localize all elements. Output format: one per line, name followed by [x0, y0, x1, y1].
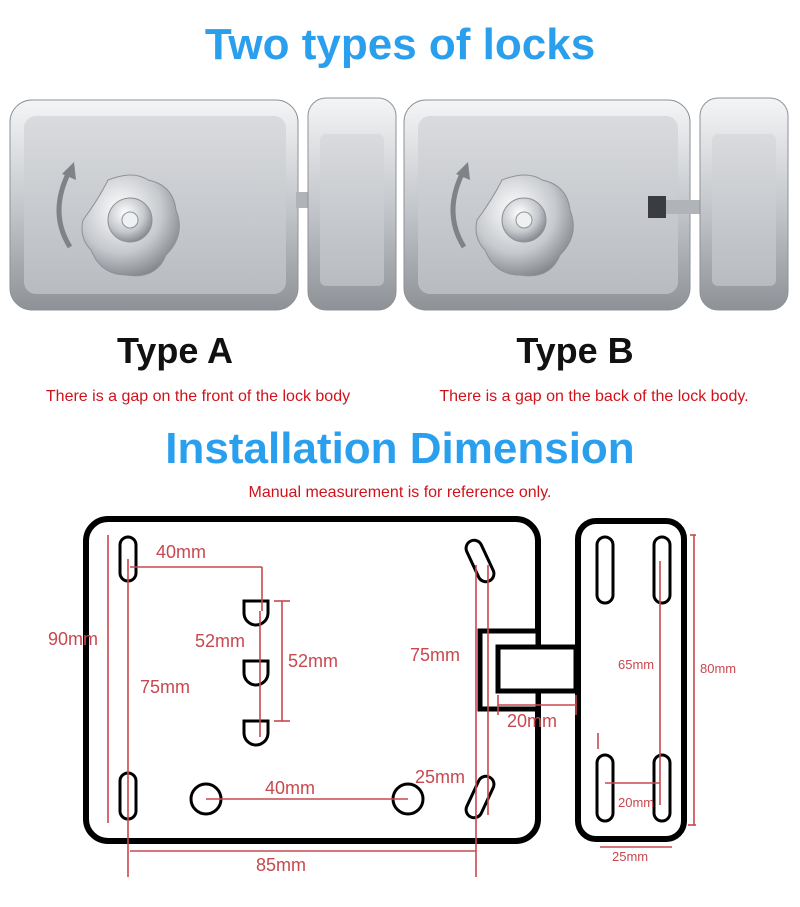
dimension-lines [107, 534, 696, 877]
type-a-note: There is a gap on the front of the lock … [45, 388, 351, 405]
title-two-types: Two types of locks [204, 20, 596, 69]
d-hole-1 [242, 599, 270, 627]
dim-20-bolt: 20mm [507, 711, 557, 731]
strike-slot-tl [595, 535, 615, 605]
strike-slot-br [652, 753, 672, 823]
strike-slot-tr [652, 535, 672, 605]
dim-25-strike: 25mm [612, 849, 648, 864]
dim-25-bottom: 25mm [415, 767, 465, 787]
dim-75-left: 75mm [140, 677, 190, 697]
d-hole-2 [242, 659, 270, 687]
d-hole-3 [242, 719, 270, 747]
dim-75-right: 75mm [410, 645, 460, 665]
strike-slot-bl [595, 753, 615, 823]
slot-bottom-right [464, 774, 496, 820]
type-b-note: There is a gap on the back of the lock b… [439, 388, 749, 405]
lock-a-image [9, 97, 397, 311]
lock-b-image [403, 97, 789, 311]
dim-90: 90mm [48, 629, 98, 649]
dim-80: 80mm [700, 661, 736, 676]
slot-top-right [464, 538, 496, 584]
strike-plate-outline [575, 518, 687, 842]
install-note: Manual measurement is for reference only… [248, 484, 552, 501]
dim-20-strike: 20mm [618, 795, 654, 810]
title-installation: Installation Dimension [165, 424, 635, 473]
dim-52-left: 52mm [195, 631, 245, 651]
dim-65: 65mm [618, 657, 654, 672]
type-a-label: Type A [116, 330, 233, 371]
bolt [495, 644, 579, 694]
type-b-label: Type B [516, 330, 634, 371]
dim-52-right: 52mm [288, 651, 338, 671]
dimension-diagram: 40mm 52mm 52mm 90mm 75mm 75mm 40mm 25mm … [48, 516, 736, 877]
dim-40-bottom: 40mm [265, 778, 315, 798]
dim-40-top: 40mm [156, 542, 206, 562]
dim-85: 85mm [256, 855, 306, 875]
